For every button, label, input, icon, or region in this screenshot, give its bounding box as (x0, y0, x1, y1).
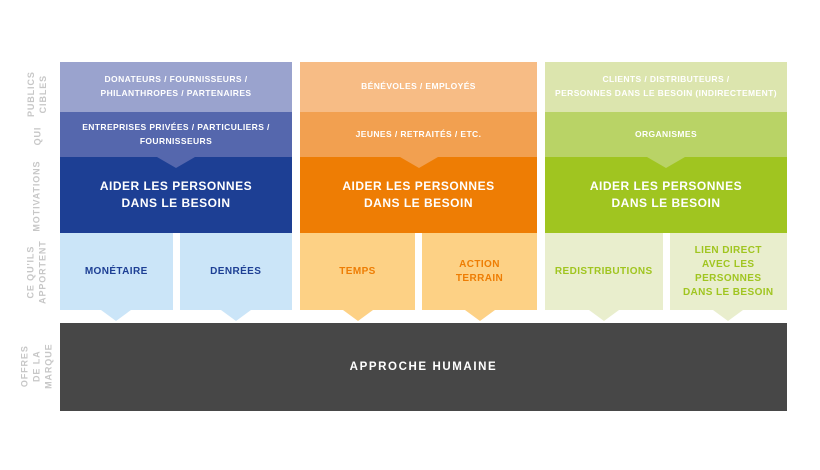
footer-label: APPROCHE HUMAINE (349, 361, 498, 373)
publics-cibles-cell: BÉNÉVOLES / EMPLOYÉS (300, 62, 537, 112)
publics-cibles-text: BÉNÉVOLES / EMPLOYÉS (361, 81, 476, 92)
rail-label-text: CE QU'ILS APPORTENT (25, 240, 49, 304)
arrow-down-icon (647, 157, 685, 168)
motivation-text: AIDER LES PERSONNES DANS LE BESOIN (99, 178, 253, 210)
apports-row: TEMPS ACTION TERRAIN (300, 233, 537, 321)
apport-cell: DENRÉES (179, 233, 292, 321)
apport-text: MONÉTAIRE (84, 265, 148, 277)
rail-label-text: QUI (31, 126, 42, 146)
arrow-down-icon (157, 157, 195, 168)
qui-cell: ORGANISMES (545, 112, 787, 157)
apport-text: DENRÉES (210, 265, 262, 277)
rail-label-ce-quils-apportent: CE QU'ILS APPORTENT (16, 234, 58, 310)
publics-cibles-text: CLIENTS / DISTRIBUTEURS / PERSONNES DANS… (555, 74, 777, 98)
publics-cibles-cell: CLIENTS / DISTRIBUTEURS / PERSONNES DANS… (545, 62, 787, 112)
apport-cell: LIEN DIRECT AVEC LES PERSONNES DANS LE B… (669, 233, 787, 321)
rail-label-motivations: MOTIVATIONS (16, 158, 58, 234)
motivation-cell: AIDER LES PERSONNES DANS LE BESOIN (545, 157, 787, 233)
motivation-text: AIDER LES PERSONNES DANS LE BESOIN (342, 178, 495, 210)
qui-cell: ENTREPRISES PRIVÉES / PARTICULIERS / FOU… (60, 112, 292, 157)
arrow-down-icon (713, 310, 744, 321)
columns-container: DONATEURS / FOURNISSEURS / PHILANTHROPES… (60, 62, 787, 321)
apport-cell: TEMPS (300, 233, 415, 321)
apport-cell: MONÉTAIRE (60, 233, 173, 321)
qui-text: JEUNES / RETRAITÉS / ETC. (355, 128, 482, 139)
column-donateurs: DONATEURS / FOURNISSEURS / PHILANTHROPES… (60, 62, 292, 321)
apport-cell: ACTION TERRAIN (422, 233, 537, 321)
motivation-cell: AIDER LES PERSONNES DANS LE BESOIN (60, 157, 292, 233)
arrow-down-icon (342, 310, 373, 321)
arrow-down-icon (588, 310, 619, 321)
apport-text: REDISTRIBUTIONS (554, 265, 653, 277)
brand-diagram: DONATEURS / FOURNISSEURS / PHILANTHROPES… (60, 62, 787, 411)
arrow-down-icon (399, 157, 438, 168)
apport-cell: REDISTRIBUTIONS (545, 233, 663, 321)
arrow-down-icon (464, 310, 495, 321)
footer-bar: APPROCHE HUMAINE (60, 323, 787, 411)
apport-text: LIEN DIRECT AVEC LES PERSONNES DANS LE B… (682, 244, 774, 298)
publics-cibles-text: DONATEURS / FOURNISSEURS / PHILANTHROPES… (100, 74, 252, 98)
publics-cibles-cell: DONATEURS / FOURNISSEURS / PHILANTHROPES… (60, 62, 292, 112)
motivation-cell: AIDER LES PERSONNES DANS LE BESOIN (300, 157, 537, 233)
qui-cell: JEUNES / RETRAITÉS / ETC. (300, 112, 537, 157)
rail-label-text: MOTIVATIONS (31, 160, 42, 232)
arrow-down-icon (101, 310, 132, 321)
column-benevoles: BÉNÉVOLES / EMPLOYÉS JEUNES / RETRAITÉS … (300, 62, 537, 321)
apports-row: REDISTRIBUTIONS LIEN DIRECT AVEC LES PER… (545, 233, 787, 321)
rail-label-text: PUBLICS CIBLES (25, 71, 48, 117)
qui-text: ENTREPRISES PRIVÉES / PARTICULIERS / FOU… (82, 121, 270, 146)
arrow-down-icon (220, 310, 251, 321)
apport-text: TEMPS (339, 265, 376, 277)
rail-label-qui: QUI (16, 114, 58, 158)
rail-label-text: OFFRES DE LA MARQUE (19, 343, 55, 389)
column-clients: CLIENTS / DISTRIBUTEURS / PERSONNES DANS… (545, 62, 787, 321)
apport-text: ACTION TERRAIN (455, 258, 504, 284)
apports-row: MONÉTAIRE DENRÉES (60, 233, 292, 321)
motivation-text: AIDER LES PERSONNES DANS LE BESOIN (589, 178, 743, 210)
rail-label-offres-de-la-marque: OFFRES DE LA MARQUE (16, 322, 58, 410)
qui-text: ORGANISMES (634, 128, 698, 139)
